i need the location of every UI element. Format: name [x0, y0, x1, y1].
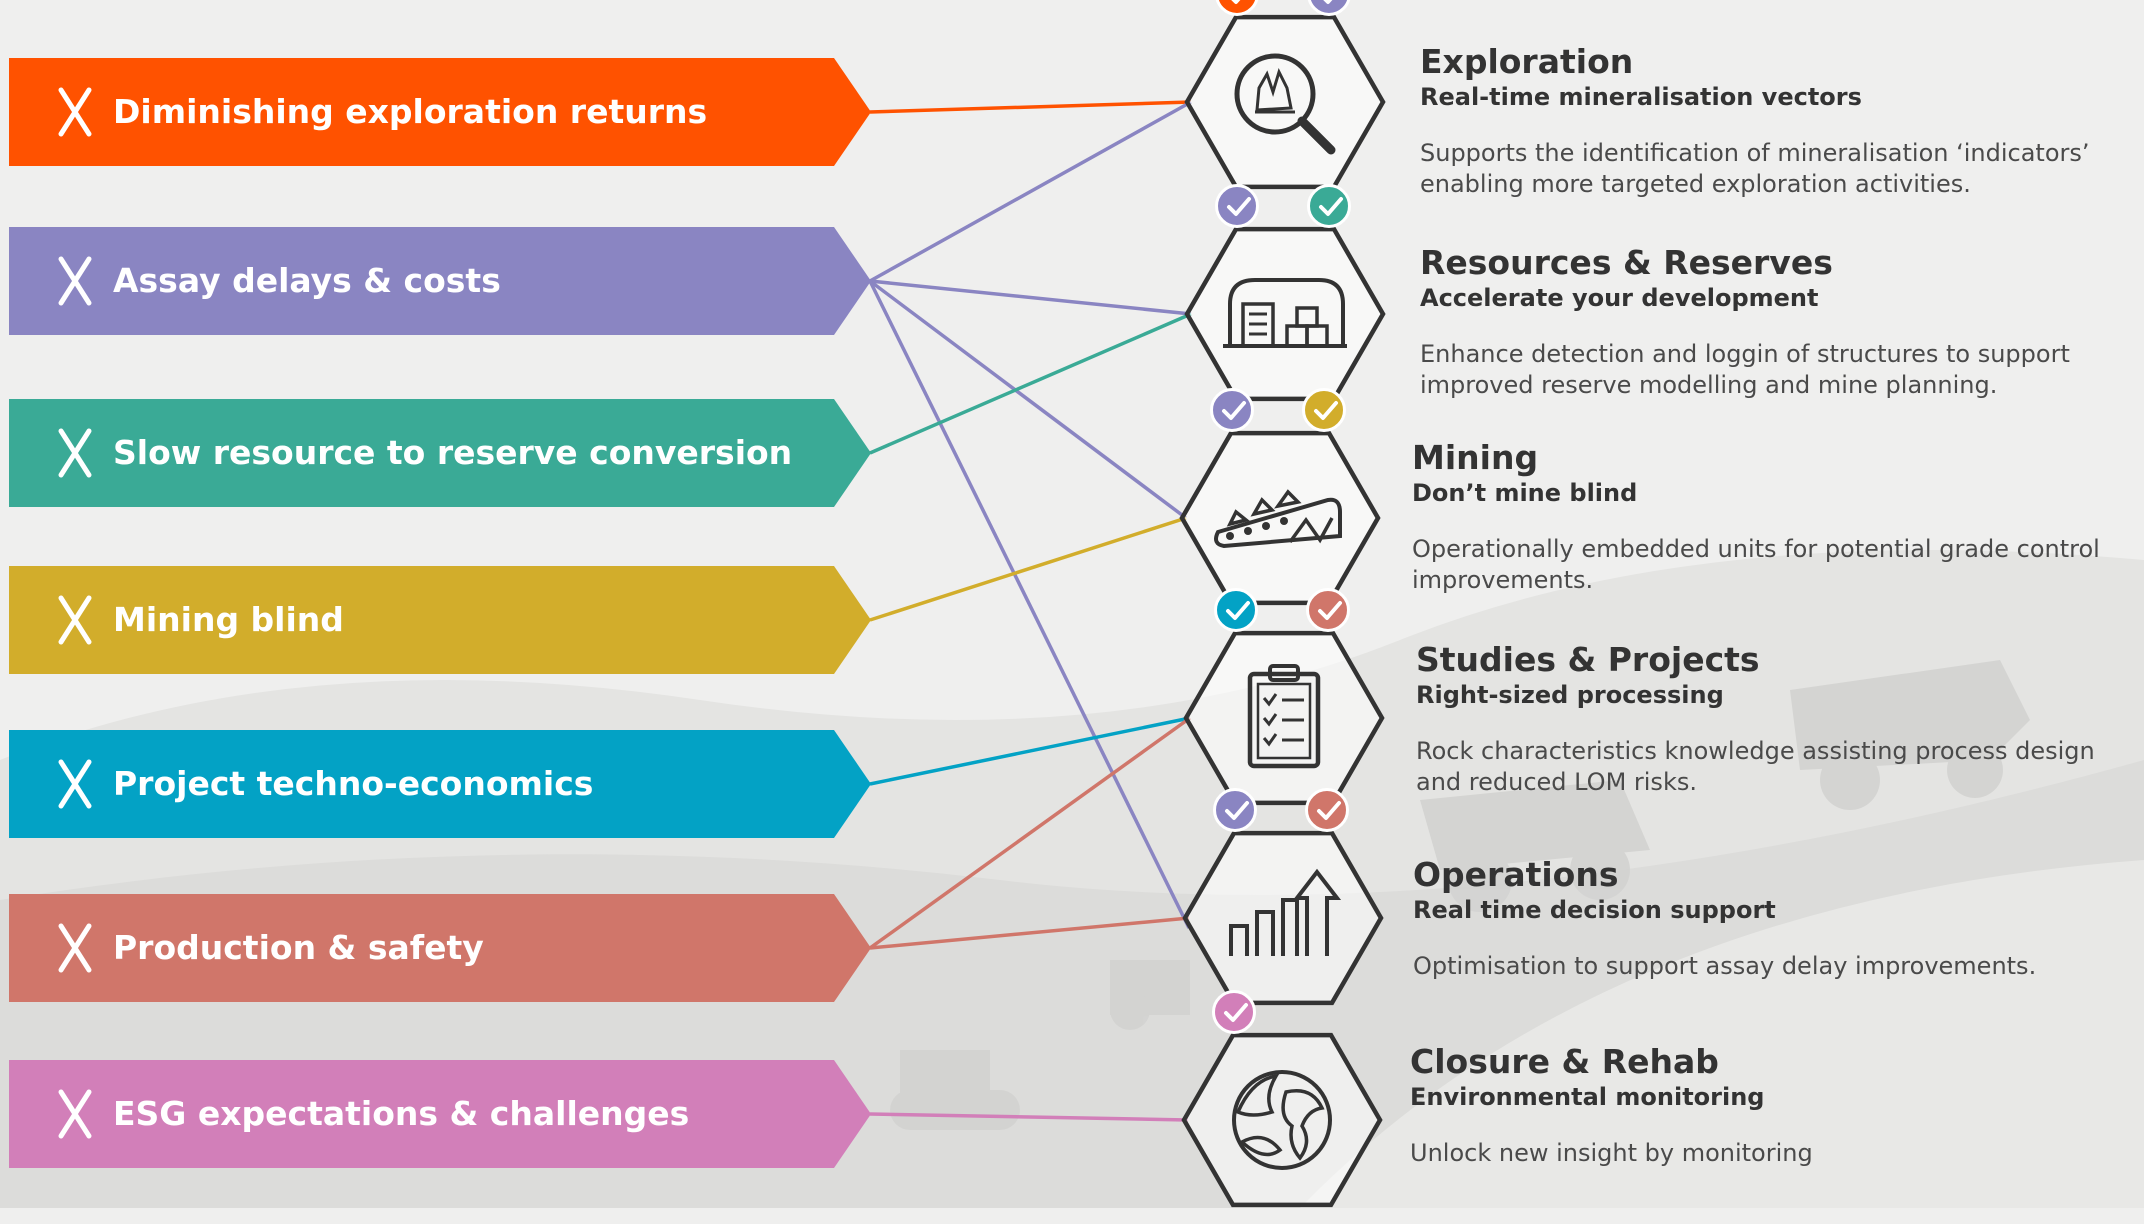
- challenge-label: Diminishing exploration returns: [113, 92, 708, 131]
- stage-title: Operations: [1413, 855, 1619, 894]
- check-icon: [1302, 388, 1346, 432]
- stage-title: Closure & Rehab: [1410, 1042, 1719, 1081]
- stage-subtitle: Real-time mineralisation vectors: [1420, 83, 1862, 111]
- stage-description: Operationally embedded units for potenti…: [1412, 535, 2100, 594]
- stage-hexagon-operations: [1182, 818, 1384, 1018]
- globe-leaf-icon: [1232, 1070, 1332, 1170]
- stage-hexagon-resources-reserves: [1184, 214, 1386, 414]
- connection-line-5: [868, 280, 1191, 929]
- check-icon: [1212, 990, 1256, 1034]
- stage-subtitle: Right-sized processing: [1416, 681, 1724, 709]
- conveyor-icon: [1214, 489, 1342, 549]
- stage-description: Optimisation to support assay delay impr…: [1413, 952, 2037, 980]
- challenge-esg-expectations-challenges: ESG expectations & challenges: [9, 1060, 871, 1168]
- challenge-label: Slow resource to reserve conversion: [113, 433, 793, 472]
- challenge-label: Assay delays & costs: [113, 261, 501, 300]
- connection-line-9: [868, 716, 1192, 950]
- stage-title: Exploration: [1420, 42, 1634, 81]
- x-icon: [49, 922, 101, 974]
- check-icon: [1210, 388, 1254, 432]
- stage-description: Rock characteristics knowledge assisting…: [1416, 737, 2095, 796]
- challenge-label: Production & safety: [113, 928, 484, 967]
- stage-description: Supports the identification of mineralis…: [1420, 139, 2090, 198]
- challenge-project-techno-economics: Project techno-economics: [9, 730, 871, 838]
- crystal-magnifier-icon: [1234, 53, 1336, 155]
- stage-hexagon-exploration: [1184, 2, 1386, 202]
- connection-line-2: [869, 100, 1192, 283]
- connection-line-8: [869, 716, 1191, 786]
- x-icon: [49, 427, 101, 479]
- challenge-assay-delays-costs: Assay delays & costs: [9, 227, 871, 335]
- challenge-slow-resource-to-reserve-conversion: Slow resource to reserve conversion: [9, 399, 871, 507]
- check-icon: [1214, 588, 1258, 632]
- connection-line-3: [869, 279, 1192, 316]
- stage-description: Unlock new insight by monitoring: [1410, 1139, 1813, 1167]
- check-icon: [1306, 588, 1350, 632]
- x-icon: [49, 758, 101, 810]
- challenge-mining-blind: Mining blind: [9, 566, 871, 674]
- x-icon: [49, 1088, 101, 1140]
- stage-title: Studies & Projects: [1416, 640, 1760, 679]
- growth-chart-icon: [1229, 868, 1342, 956]
- stage-hexagon-closure-rehab: [1181, 1020, 1383, 1220]
- challenge-label: Mining blind: [113, 600, 344, 639]
- stage-title: Mining: [1412, 438, 1539, 477]
- stage-hexagon-mining: [1179, 418, 1381, 618]
- x-icon: [49, 86, 101, 138]
- x-icon: [49, 255, 101, 307]
- x-icon: [49, 594, 101, 646]
- stage-title: Resources & Reserves: [1420, 243, 1833, 282]
- check-icon: [1215, 184, 1259, 228]
- stage-description: Enhance detection and loggin of structur…: [1420, 340, 2070, 399]
- stage-subtitle: Real time decision support: [1413, 896, 1776, 924]
- stage-subtitle: Accelerate your development: [1420, 284, 1819, 312]
- challenge-diminishing-exploration-returns: Diminishing exploration returns: [9, 58, 871, 166]
- clipboard-checklist-icon: [1247, 664, 1321, 769]
- connection-line-11: [869, 1112, 1189, 1122]
- connection-line-4: [868, 279, 1188, 520]
- check-icon: [1305, 788, 1349, 832]
- check-icon: [1213, 788, 1257, 832]
- challenge-label: Project techno-economics: [113, 764, 594, 803]
- stage-subtitle: Environmental monitoring: [1410, 1083, 1765, 1111]
- stage-hexagon-studies-projects: [1183, 618, 1385, 818]
- stage-subtitle: Don’t mine blind: [1412, 479, 1638, 507]
- connection-line-7: [869, 516, 1187, 622]
- challenge-production-safety: Production & safety: [9, 894, 871, 1002]
- connection-line-1: [869, 100, 1192, 114]
- connection-line-10: [869, 916, 1190, 950]
- check-icon: [1307, 184, 1351, 228]
- connection-line-6: [869, 312, 1192, 455]
- challenge-label: ESG expectations & challenges: [113, 1094, 690, 1133]
- warehouse-icon: [1223, 278, 1347, 348]
